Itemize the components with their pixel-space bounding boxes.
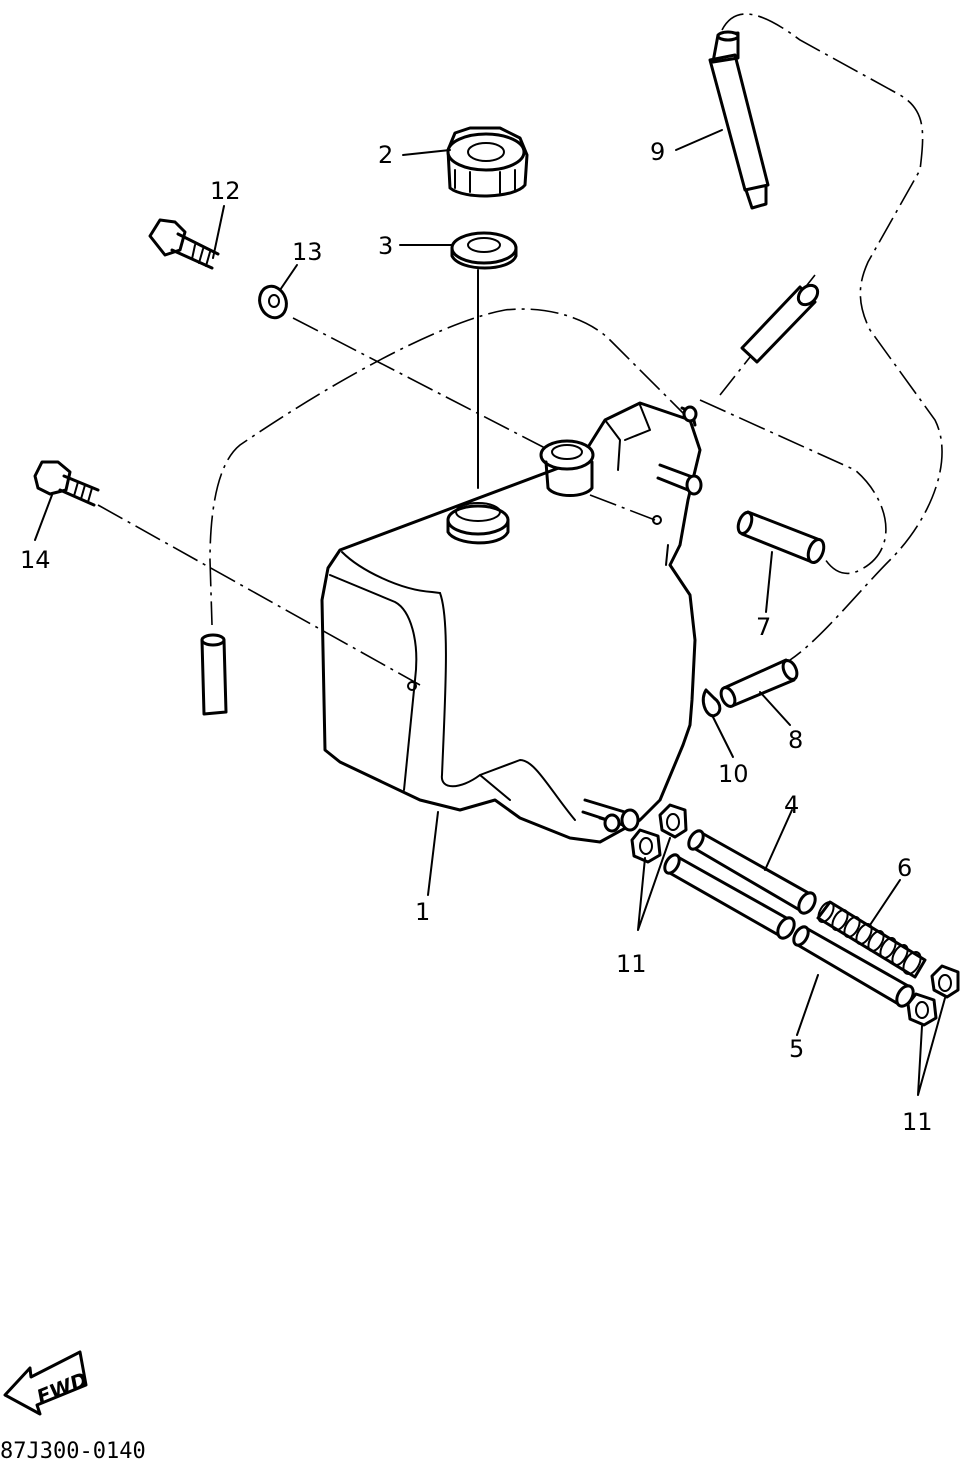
fwd-direction-arrow: FWD xyxy=(3,1350,91,1416)
label-part-6: 6 xyxy=(897,854,912,882)
label-part-2: 2 xyxy=(378,141,393,169)
spring-6 xyxy=(816,900,927,979)
label-part-9: 9 xyxy=(650,138,665,166)
clips-11-left xyxy=(630,803,688,931)
hose-vertical-left xyxy=(200,633,228,716)
oil-tank xyxy=(320,401,703,844)
label-part-11-right: 11 xyxy=(902,1108,933,1136)
label-part-14: 14 xyxy=(20,546,51,574)
washer-13 xyxy=(258,284,288,320)
clips-11-right xyxy=(906,964,960,1096)
hose-7 xyxy=(736,510,826,565)
hose-4 xyxy=(687,829,817,915)
leader-lines xyxy=(34,129,901,1036)
diagram-code: 87J300-0140 xyxy=(0,1439,146,1463)
hose-lower-mid xyxy=(663,853,796,940)
label-part-4: 4 xyxy=(784,791,799,819)
label-part-5: 5 xyxy=(789,1035,804,1063)
label-part-3: 3 xyxy=(378,232,393,260)
label-part-13: 13 xyxy=(292,238,323,266)
hose-5 xyxy=(792,925,915,1008)
clip-10 xyxy=(701,688,722,718)
label-part-11-left: 11 xyxy=(616,950,647,978)
bolt-12 xyxy=(148,218,220,270)
label-part-8: 8 xyxy=(788,726,803,754)
label-part-7: 7 xyxy=(756,613,771,641)
hose-8 xyxy=(719,658,799,708)
label-part-12: 12 xyxy=(210,177,241,205)
bolt-14 xyxy=(33,460,100,507)
cap-gasket xyxy=(450,231,518,489)
label-part-1: 1 xyxy=(415,898,430,926)
label-part-10: 10 xyxy=(718,760,749,788)
hose-9 xyxy=(708,30,770,210)
oil-tank-cap xyxy=(446,126,529,198)
part-labels: 1 2 3 4 5 6 7 8 9 10 11 11 12 13 14 xyxy=(20,138,933,1136)
hose-short-upper xyxy=(740,283,820,364)
routing-lines xyxy=(97,13,943,686)
